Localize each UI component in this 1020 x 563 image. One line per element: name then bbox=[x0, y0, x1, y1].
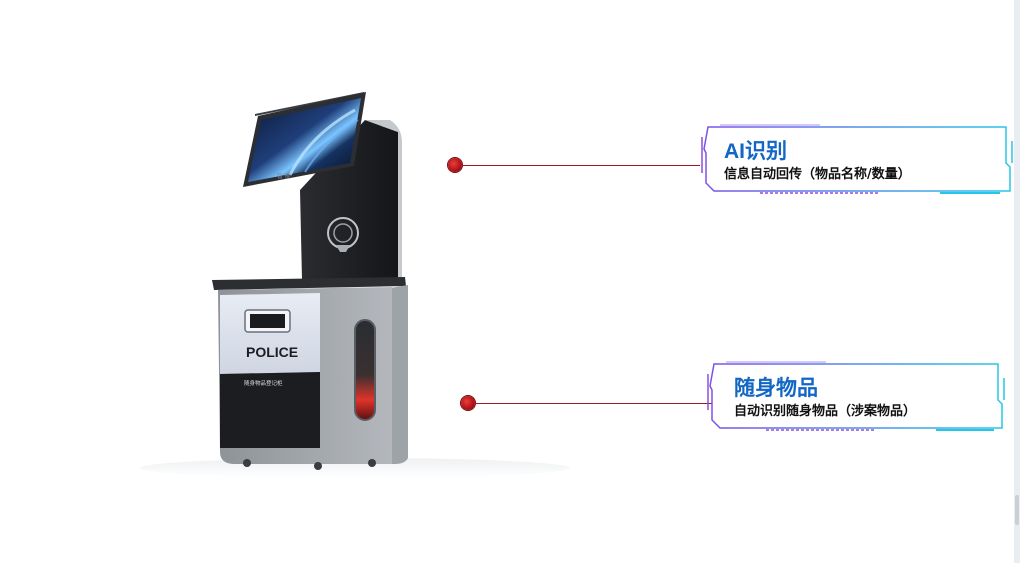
card-frame bbox=[707, 361, 1005, 431]
card-frame bbox=[701, 124, 1013, 194]
callout-marker-items bbox=[461, 396, 475, 410]
callout-description: 信息自动回传（物品名称/数量） bbox=[724, 167, 911, 182]
callout-card-items: 随身物品 自动识别随身物品（涉案物品） bbox=[706, 360, 1006, 432]
callout-description: 自动识别随身物品（涉案物品） bbox=[734, 404, 917, 419]
callout-line-items bbox=[475, 403, 713, 404]
callout-title: 随身物品 bbox=[734, 377, 818, 400]
callout-marker-ai bbox=[448, 158, 462, 172]
callout-line-ai bbox=[462, 165, 700, 166]
kiosk-product-image: 智 能 POLICE 随身物品登记柜 bbox=[140, 80, 580, 480]
callout-title: AI识别 bbox=[724, 140, 787, 163]
scrollbar-thumb[interactable] bbox=[1015, 495, 1019, 525]
panel-caption-text: 随身物品登记柜 bbox=[244, 379, 283, 387]
screen-label: 智 能 bbox=[277, 172, 291, 180]
scrollbar[interactable] bbox=[1014, 0, 1020, 563]
callout-card-ai: AI识别 信息自动回传（物品名称/数量） bbox=[700, 123, 1014, 195]
panel-brand-text: POLICE bbox=[246, 344, 298, 360]
police-emblem-icon bbox=[327, 217, 359, 252]
